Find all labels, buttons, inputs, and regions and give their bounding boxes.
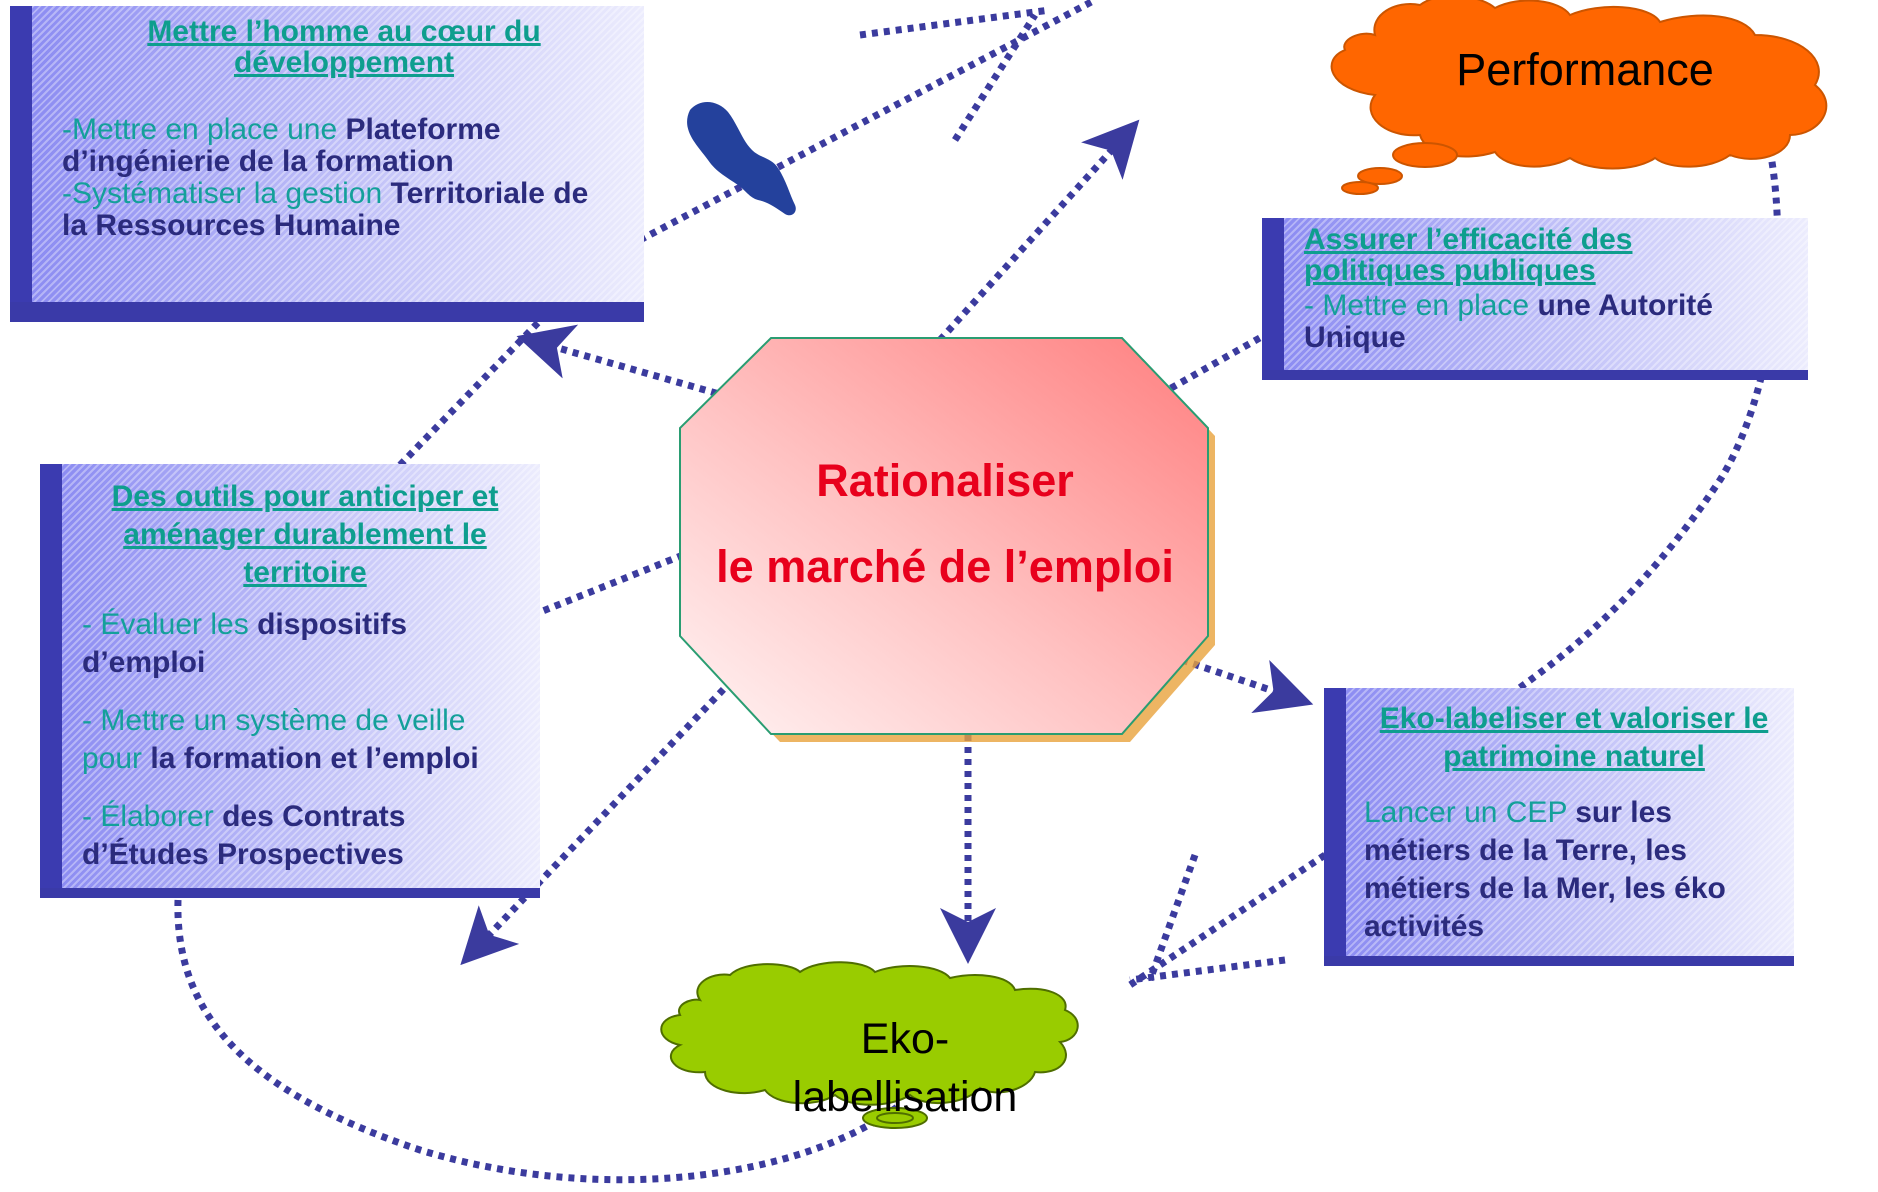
performance-cloud: [1330, 0, 1828, 195]
connector-right-box-to-cloud-a: [1128, 852, 1327, 988]
box-territory-tools: Des outils pour anticiper et aménager du…: [40, 464, 562, 898]
central-title-line2: le marché de l’emploi: [716, 541, 1174, 592]
box-human-development-body: -Mettre en place une Plateforme d’ingéni…: [62, 114, 626, 242]
eko-label-line2: labellisation: [792, 1073, 1018, 1121]
eko-label-line1: Eko-: [860, 1015, 950, 1063]
connector-octagon-down-left: [460, 669, 743, 966]
connector-top-diagonal-short: [952, 13, 1038, 142]
connector-left-box-to-cloud: [174, 899, 903, 1184]
box-territory-tools-title: Des outils pour anticiper et aménager du…: [111, 480, 499, 589]
central-title: Rationaliser le marché de l’emploi: [690, 438, 1200, 610]
connector-top-left-long: [638, 0, 1097, 244]
eko-labellisation-label: Eko- labellisation: [760, 1010, 1050, 1126]
connector-right-box-to-cloud-c: [1129, 956, 1286, 984]
box-public-policy-body: - Mettre en place une Autorité Unique: [1304, 289, 1713, 354]
box-natural-heritage-body: Lancer un CEP sur les métiers de la Terr…: [1364, 796, 1726, 943]
island-map-icon: [687, 101, 796, 216]
human-dev-item-2: -Systématiser la gestion Territoriale de: [62, 177, 589, 210]
central-octagon: [679, 337, 1215, 742]
connector-octagon-up: [937, 119, 1140, 343]
box-natural-heritage-title: Eko-labeliser et valoriser le patrimoine…: [1379, 702, 1769, 773]
connector-left-box-up: [397, 297, 563, 468]
connector-octagon-to-topright: [1148, 331, 1267, 404]
connector-performance-to-right-box: [1503, 149, 1782, 701]
performance-label: Performance: [1456, 44, 1714, 95]
box-territory-tools-body: - Évaluer les dispositifs d’emploi - Met…: [82, 608, 479, 871]
eko-labellisation-cloud: [660, 961, 1079, 1129]
connector-octagon-to-right: [1180, 656, 1314, 714]
box-public-policy: Assurer l’efficacité des politiques publ…: [1262, 218, 1832, 380]
box-natural-heritage: Eko-labeliser et valoriser le patrimoine…: [1324, 688, 1814, 966]
box-human-development-title: Mettre l’homme au cœur du développement: [147, 15, 541, 79]
box-public-policy-title: Assurer l’efficacité des politiques publ…: [1304, 223, 1633, 287]
box-human-development: Mettre l’homme au cœur du développement …: [10, 6, 668, 322]
connector-octagon-to-left: [381, 551, 685, 681]
human-dev-item-1: -Mettre en place une Plateforme: [62, 113, 501, 146]
central-title-line1: Rationaliser: [816, 455, 1074, 506]
connector-top-horizontal: [859, 6, 1051, 39]
connector-octagon-to-topleft: [516, 324, 741, 404]
connector-right-box-to-cloud-b: [1146, 853, 1199, 982]
connectors: [174, 0, 1782, 1184]
